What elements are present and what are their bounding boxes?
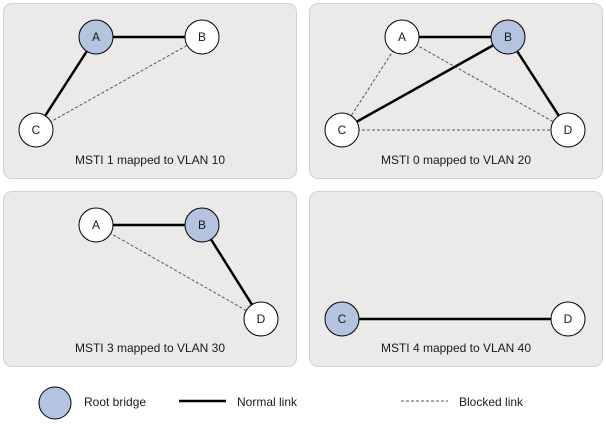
blocked-link-a-d	[95, 224, 262, 320]
panel-0-topology: A B C	[18, 19, 220, 148]
bridge-node-c: C	[324, 301, 360, 337]
legend-root-bridge-swatch	[38, 386, 72, 420]
bridge-label: B	[198, 30, 206, 44]
legend-normal-link-label: Normal link	[237, 395, 298, 409]
bridge-node-a: A	[384, 19, 420, 55]
bridge-node-b: B	[184, 19, 220, 55]
bridge-label: D	[564, 123, 573, 137]
bridge-label: D	[257, 312, 266, 326]
bridge-circle	[384, 19, 420, 55]
panel-caption: MSTI 0 mapped to VLAN 20	[380, 153, 532, 167]
legend-blocked-link-swatch	[401, 400, 448, 402]
root-bridge-circle	[78, 19, 114, 55]
bridge-label: D	[564, 312, 573, 326]
bridge-circle	[78, 207, 114, 243]
root-bridge-circle	[490, 19, 526, 55]
bridge-node-c: C	[18, 112, 54, 148]
legend-root-bridge-label: Root bridge	[84, 395, 147, 409]
root-bridge-circle	[184, 207, 220, 243]
bridge-label: C	[338, 312, 347, 326]
panel-caption: MSTI 3 mapped to VLAN 30	[74, 341, 226, 355]
bridge-circle	[324, 112, 360, 148]
panel-2-topology: A B D	[78, 207, 279, 337]
normal-link-b-d	[200, 224, 263, 320]
bridge-circle	[18, 112, 54, 148]
root-bridge-circle	[324, 301, 360, 337]
bridge-circle	[243, 301, 279, 337]
normal-link-b-d	[506, 36, 570, 131]
panel-msti-1: MSTI 1 mapped to VLAN 10	[3, 3, 297, 179]
legend-blocked-link-label: Blocked link	[459, 395, 524, 409]
bridge-node-a: A	[78, 19, 114, 55]
bridge-node-b: B	[184, 207, 220, 243]
panel-msti-4: MSTI 4 mapped to VLAN 40	[309, 191, 603, 367]
bridge-node-c: C	[324, 112, 360, 148]
panel-msti-3: MSTI 3 mapped to VLAN 30	[3, 191, 297, 367]
bridge-node-d: D	[243, 301, 279, 337]
panel-caption: MSTI 1 mapped to VLAN 10	[74, 153, 226, 167]
bridge-circle	[184, 19, 220, 55]
bridge-circle	[550, 112, 586, 148]
bridge-node-d: D	[550, 112, 586, 148]
bridge-label: A	[92, 30, 100, 44]
bridge-label: C	[338, 123, 347, 137]
bridge-label: A	[92, 218, 100, 232]
panel-1-topology: A B C D	[324, 19, 586, 148]
bridge-label: A	[398, 30, 406, 44]
bridge-circle	[550, 301, 586, 337]
bridge-label: B	[198, 218, 206, 232]
bridge-label: B	[504, 30, 512, 44]
panel-caption: MSTI 4 mapped to VLAN 40	[380, 341, 532, 355]
blocked-link-c-b	[35, 36, 203, 131]
blocked-link-a-d	[401, 36, 569, 131]
normal-link-c-b	[341, 35, 509, 132]
bridge-node-b: B	[490, 19, 526, 55]
bridge-node-d: D	[550, 301, 586, 337]
legend-normal-link-swatch	[179, 399, 226, 403]
normal-link-a-c	[34, 36, 98, 131]
blocked-link-a-c	[341, 36, 403, 131]
panel-msti-0: MSTI 0 mapped to VLAN 20	[309, 3, 603, 179]
bridge-label: C	[32, 123, 41, 137]
bridge-node-a: A	[78, 207, 114, 243]
